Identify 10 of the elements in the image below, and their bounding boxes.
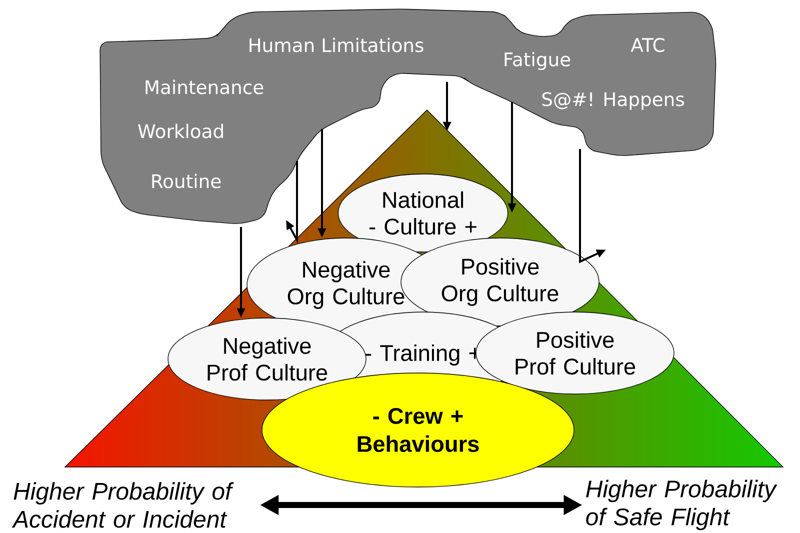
cloud-label: Routine <box>152 174 221 188</box>
side-label: Higher Probability of Safe Flight <box>586 480 778 530</box>
cloud-label: ATC <box>630 38 664 52</box>
cloud-label: Human Limitations <box>250 38 424 52</box>
cloud-label: Maintenance <box>146 80 264 94</box>
arrow <box>286 160 298 244</box>
cloud-label: S@#! Happens <box>542 92 684 110</box>
side-label: Higher Probability of Accident or Incident <box>12 482 234 528</box>
cloud-label: Fatigue <box>504 52 570 70</box>
cloud-label: Workload <box>138 124 223 138</box>
